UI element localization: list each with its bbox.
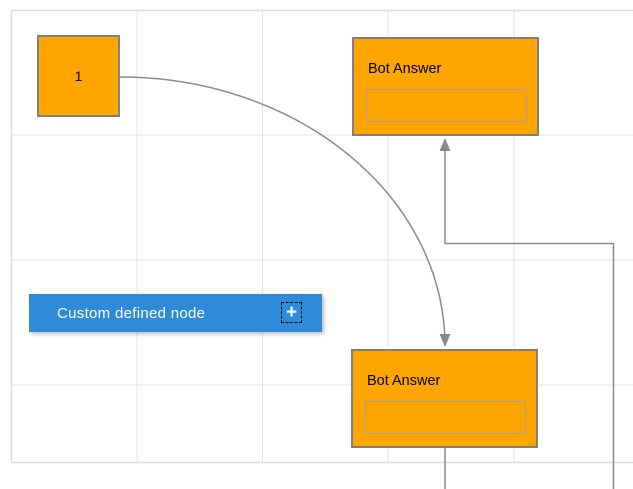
custom-defined-node-button[interactable]: Custom defined node + (29, 294, 322, 332)
plus-glyph: + (285, 302, 298, 323)
node-text-field[interactable] (366, 89, 527, 122)
node-start[interactable]: 1 (37, 35, 120, 117)
node-bot-answer-bottom[interactable]: Bot Answer (351, 349, 538, 448)
node-start-label: 1 (74, 68, 83, 84)
arrowhead-up-icon (439, 138, 451, 151)
connector-bezier[interactable] (119, 76, 451, 347)
add-plus-icon[interactable]: + (281, 302, 302, 323)
node-title: Bot Answer (367, 373, 441, 389)
custom-defined-node-label: Custom defined node (57, 304, 206, 322)
node-text-field[interactable] (365, 401, 526, 434)
node-title: Bot Answer (368, 61, 442, 77)
connector-orthogonal[interactable] (439, 138, 615, 489)
node-bot-answer-top[interactable]: Bot Answer (352, 37, 539, 136)
arrowhead-down-icon (439, 334, 451, 347)
